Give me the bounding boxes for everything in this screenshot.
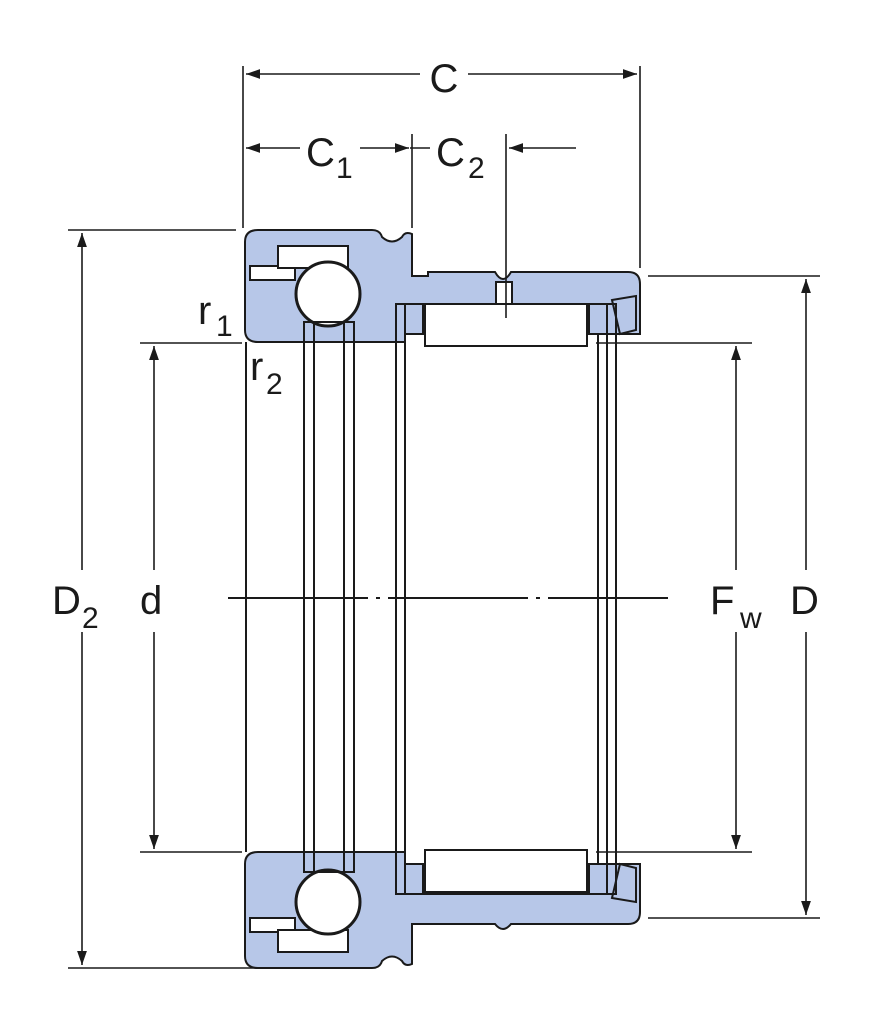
labels: C C 1 C 2 r 1 r 2 D 2 d F w D [52, 57, 819, 635]
top-needle-cage-right [588, 303, 608, 335]
bottom-needle-roller [424, 849, 588, 893]
bottom-needle-cage-right [588, 863, 608, 895]
label-r2: r [250, 345, 263, 389]
label-D: D [790, 579, 819, 623]
label-C2: C [436, 131, 465, 175]
top-seal-lip [610, 294, 637, 336]
dimension-lines [77, 69, 811, 965]
bottom-ball [294, 868, 362, 936]
top-ball [294, 260, 362, 328]
label-r1-subscript: 1 [216, 310, 233, 343]
label-C1-subscript: 1 [336, 152, 353, 185]
bottom-needle-cage-left [404, 863, 424, 895]
bottom-shell-gap [249, 917, 296, 933]
label-r1: r [198, 289, 211, 333]
label-Fw-subscript: w [739, 602, 762, 635]
label-d: d [140, 579, 162, 623]
label-C2-subscript: 2 [468, 152, 485, 185]
label-D2-subscript: 2 [82, 602, 99, 635]
extension-lines [68, 66, 820, 969]
label-r2-subscript: 2 [266, 368, 283, 401]
label-C1: C [306, 131, 335, 175]
bottom-seal-lip [610, 862, 637, 904]
top-needle-cage-left [404, 303, 424, 335]
top-section [244, 229, 641, 347]
top-lube-hole [495, 281, 513, 305]
label-Fw: F [710, 579, 734, 623]
bottom-section [244, 849, 641, 969]
top-shell-gap [249, 265, 296, 281]
label-D2: D [52, 579, 81, 623]
label-C: C [430, 57, 459, 101]
